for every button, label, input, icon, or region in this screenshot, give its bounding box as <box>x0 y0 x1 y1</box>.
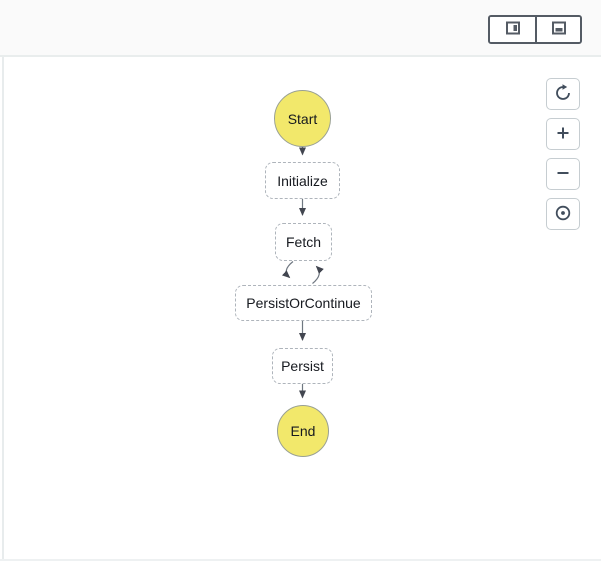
node-label: Persist <box>281 358 324 374</box>
split-panel-side-button[interactable] <box>490 17 535 42</box>
edge-persistorcontinue-fetch <box>312 265 324 284</box>
panel-header <box>0 0 601 57</box>
minus-icon <box>553 163 573 186</box>
edge-fetch-persistorcontinue <box>281 261 294 279</box>
panel-bottom-icon <box>551 20 567 39</box>
workflow-node-fetch[interactable]: Fetch <box>275 223 332 261</box>
workflow-node-end[interactable]: End <box>277 405 329 457</box>
workflow-node-persistorcontinue[interactable]: PersistOrContinue <box>235 285 372 321</box>
canvas-left-border <box>2 57 4 561</box>
panel-right-icon <box>505 20 521 39</box>
center-dot-icon <box>553 203 573 226</box>
refresh-icon <box>553 83 573 106</box>
plus-icon <box>553 123 573 146</box>
split-panel-position-toggle <box>488 15 582 44</box>
center-graph-button[interactable] <box>546 198 580 230</box>
zoom-out-button[interactable] <box>546 158 580 190</box>
node-label: Fetch <box>285 234 321 250</box>
workflow-node-initialize[interactable]: Initialize <box>265 162 340 199</box>
zoom-in-button[interactable] <box>546 118 580 150</box>
workflow-node-start[interactable]: Start <box>274 90 331 147</box>
node-label: End <box>290 423 316 439</box>
split-panel-bottom-button[interactable] <box>535 17 580 42</box>
canvas-bottom-border <box>0 559 601 561</box>
node-label: Start <box>287 110 318 127</box>
refresh-button[interactable] <box>546 78 580 110</box>
node-label: Initialize <box>277 172 328 189</box>
workflow-node-persist[interactable]: Persist <box>272 348 333 384</box>
node-label: PersistOrContinue <box>246 295 361 311</box>
